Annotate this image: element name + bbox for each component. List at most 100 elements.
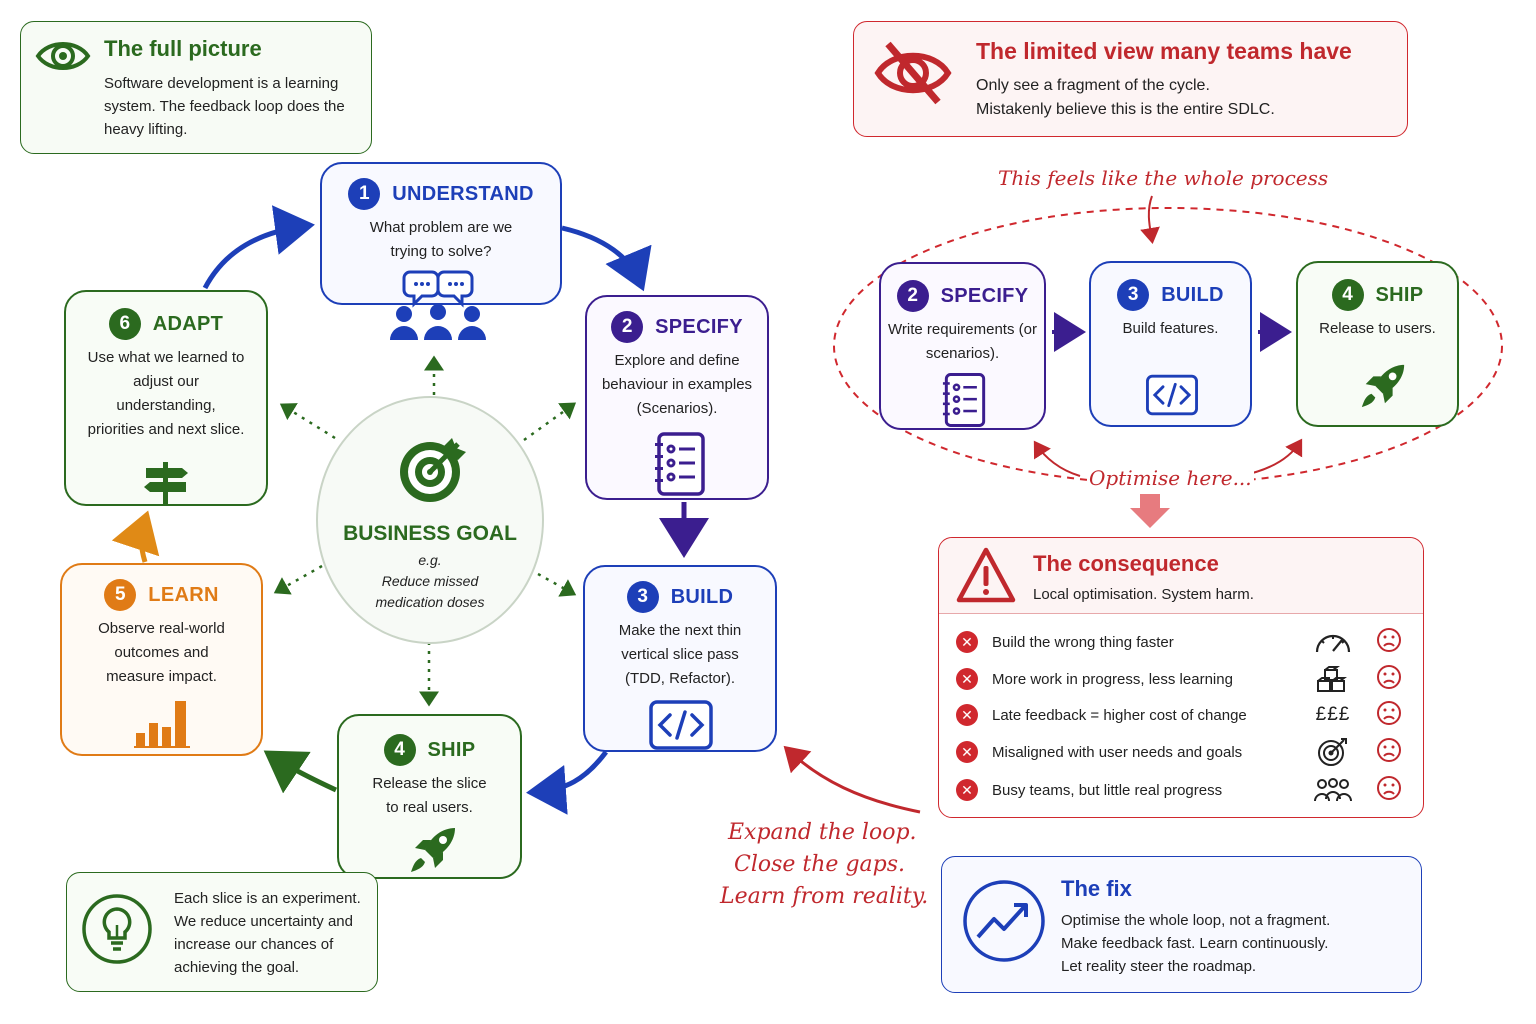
people-icon	[1312, 775, 1354, 805]
step-learn: 5 LEARN Observe real-world outcomes and …	[60, 563, 263, 756]
consequence-item: ✕ More work in progress, less learning	[956, 664, 1406, 694]
step-number: 6	[108, 308, 141, 340]
limited-view-title: The limited view many teams have	[976, 38, 1352, 64]
cross-icon: ✕	[956, 779, 978, 801]
step-build: 3 BUILD Make the next thin vertical slic…	[583, 565, 777, 752]
sad-face-icon	[1376, 737, 1402, 768]
fragment-ship: 4 SHIP Release to users.	[1296, 261, 1459, 427]
consequence-panel: The consequence Local optimisation. Syst…	[938, 537, 1424, 818]
step-text: Observe real-world outcomes and measure …	[98, 620, 225, 685]
step-number: 3	[1117, 279, 1150, 311]
step-title: ADAPT	[152, 312, 224, 335]
sad-face-icon	[1376, 627, 1402, 658]
code-icon	[1145, 373, 1199, 422]
pounds-icon: £££	[1315, 704, 1351, 725]
step-title: LEARN	[148, 583, 219, 606]
step-title: SHIP	[1375, 283, 1424, 306]
fragment-specify: 2 SPECIFY Write requirements (or scenari…	[879, 262, 1046, 430]
limited-view-line1: Only see a fragment of the cycle.	[976, 77, 1210, 94]
step-text: Write requirements (or scenarios).	[888, 321, 1037, 362]
annotation-whole-process: This feels like the whole process	[998, 166, 1329, 190]
business-goal-example-2: medication doses	[375, 594, 485, 610]
cross-icon: ✕	[956, 668, 978, 690]
business-goal-example-1: Reduce missed	[381, 573, 479, 589]
checklist-icon	[653, 431, 709, 502]
sad-face-icon	[1376, 775, 1402, 806]
stacked-boxes-icon	[1312, 664, 1354, 694]
fragment-ellipse	[833, 207, 1503, 485]
consequence-text: Build the wrong thing faster	[992, 633, 1174, 651]
cross-icon: ✕	[956, 704, 978, 726]
bar-chart-icon	[132, 695, 194, 754]
step-number: 4	[383, 734, 416, 766]
step-text: Release the slice to real users.	[372, 775, 487, 816]
arrow-build-to-ship	[526, 750, 608, 815]
step-text: Explore and define behaviour in examples…	[601, 352, 753, 417]
business-goal-circle: BUSINESS GOAL e.g. Reduce missed medicat…	[316, 396, 544, 644]
rocket-icon	[1358, 361, 1408, 416]
step-adapt: 6 ADAPT Use what we learned to adjust ou…	[64, 290, 268, 506]
lightbulb-icon	[81, 893, 153, 970]
code-icon	[648, 699, 714, 756]
eye-slash-icon	[874, 38, 952, 113]
signpost-icon	[140, 460, 192, 511]
arrow-adapt-to-understand	[202, 205, 315, 290]
step-number: 1	[348, 178, 381, 210]
expand-arrow	[783, 745, 921, 814]
limited-view-panel: The limited view many teams have Only se…	[853, 21, 1408, 137]
checklist-icon	[941, 372, 989, 433]
consequence-item: ✕ Build the wrong thing faster	[956, 627, 1406, 657]
step-title: SHIP	[427, 738, 476, 761]
consequence-item: ✕ Late feedback = higher cost of change …	[956, 700, 1406, 730]
target-icon	[396, 434, 468, 511]
step-title: BUILD	[1161, 283, 1224, 306]
arrow-learn-to-adapt	[111, 510, 160, 563]
warning-icon	[955, 546, 1017, 609]
full-picture-panel: The full picture Software development is…	[20, 21, 372, 154]
arrow-ship-to-learn	[263, 750, 338, 794]
limited-view-line2: Mistakenly believe this is the entire SD…	[976, 101, 1275, 118]
down-arrow	[1130, 494, 1170, 528]
trend-up-icon	[962, 879, 1046, 968]
consequence-item: ✕ Busy teams, but little real progress	[956, 775, 1406, 805]
fragment-build: 3 BUILD Build features.	[1089, 261, 1252, 427]
consequence-text: Busy teams, but little real progress	[992, 781, 1223, 799]
consequence-title: The consequence	[1033, 551, 1219, 576]
fix-title: The fix	[1061, 876, 1132, 901]
step-title: SPECIFY	[655, 315, 743, 338]
cross-icon: ✕	[956, 631, 978, 653]
target-icon	[1312, 737, 1354, 767]
step-number: 4	[1331, 279, 1364, 311]
step-number: 5	[104, 579, 137, 611]
step-text: What problem are we trying to solve?	[369, 219, 513, 260]
business-goal-eg: e.g.	[418, 552, 442, 568]
rocket-icon	[407, 824, 459, 881]
consequence-text: Late feedback = higher cost of change	[992, 706, 1247, 724]
business-goal-title: BUSINESS GOAL	[343, 522, 517, 545]
step-text: Build features.	[1122, 320, 1219, 337]
step-specify: 2 SPECIFY Explore and define behaviour i…	[585, 295, 769, 500]
step-number: 3	[626, 581, 659, 613]
full-picture-title: The full picture	[104, 36, 262, 61]
step-title: BUILD	[670, 585, 734, 608]
team-discussion-icon	[384, 266, 492, 349]
consequence-subtitle: Local optimisation. System harm.	[1033, 586, 1254, 603]
step-text: Release to users.	[1319, 320, 1436, 337]
fix-panel: The fix Optimise the whole loop, not a f…	[941, 856, 1422, 993]
fix-line1: Optimise the whole loop, not a fragment.	[1061, 912, 1331, 929]
arrow-understand-to-specify	[561, 225, 652, 292]
consequence-text: More work in progress, less learning	[992, 670, 1233, 688]
eye-icon	[35, 36, 91, 81]
expand-note-line2: Close the gaps.	[734, 852, 906, 877]
step-title: UNDERSTAND	[392, 182, 534, 205]
annotation-optimise-here: Optimise here...	[1087, 466, 1254, 490]
fix-line3: Let reality steer the roadmap.	[1061, 958, 1257, 975]
step-text: Use what we learned to adjust our unders…	[87, 349, 245, 438]
step-title: SPECIFY	[940, 284, 1029, 307]
consequence-item: ✕ Misaligned with user needs and goals	[956, 737, 1406, 767]
sad-face-icon	[1376, 664, 1402, 695]
fix-line2: Make feedback fast. Learn continuously.	[1061, 935, 1329, 952]
full-picture-text: Software development is a learning syste…	[104, 75, 345, 138]
sad-face-icon	[1376, 700, 1402, 731]
